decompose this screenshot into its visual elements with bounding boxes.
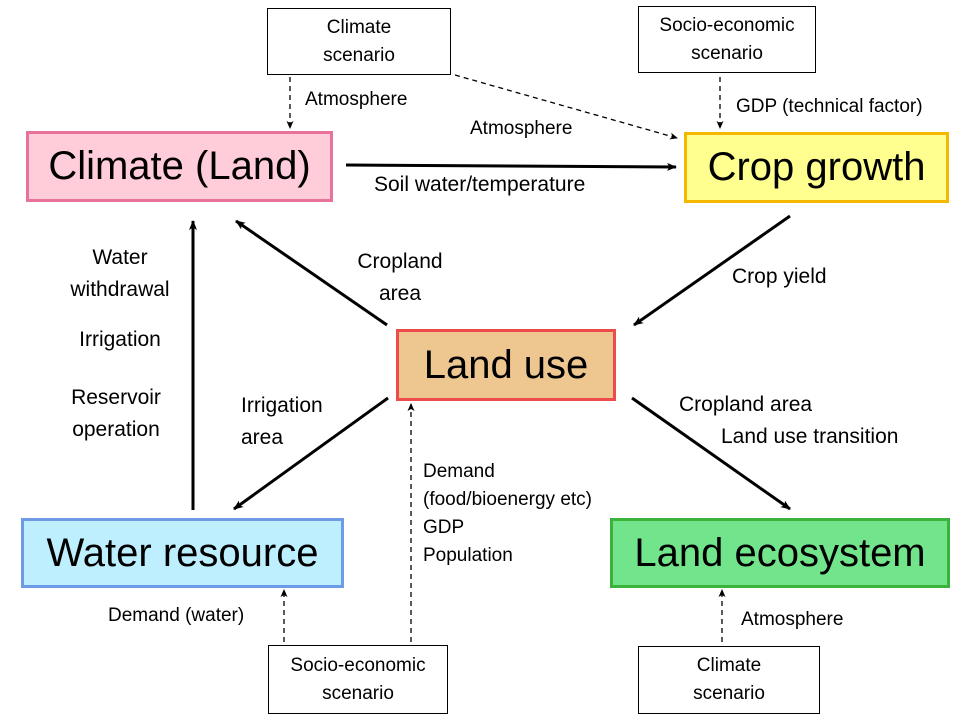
scenario-line: scenario [323, 44, 395, 66]
scenario-socio-top: Socio-economic scenario [638, 6, 816, 73]
node-label: Land ecosystem [634, 530, 926, 575]
scenario-line: scenario [691, 42, 763, 64]
label-cropland-area-right: Cropland area [679, 393, 813, 416]
label-line: Demand [423, 461, 495, 482]
label-line: Irrigation [241, 394, 323, 417]
scenario-climate-top: Climate scenario [267, 8, 451, 75]
label-soil-water: Soil water/temperature [374, 173, 586, 196]
node-land-use: Land use [396, 329, 616, 401]
label-atmosphere-left: Atmosphere [305, 89, 408, 110]
label-line: area [378, 282, 422, 305]
edge-landuse-to-climate [235, 219, 388, 327]
scenario-line: Climate [696, 655, 762, 676]
label-crop-yield: Crop yield [732, 265, 827, 288]
node-land-ecosystem: Land ecosystem [610, 518, 950, 588]
label-line: Cropland [357, 250, 443, 273]
label-line: operation [72, 418, 160, 441]
node-climate-land: Climate (Land) [26, 131, 333, 202]
label-cropland-area-left: Cropland area [322, 246, 478, 310]
label-land-use-transition: Land use transition [721, 425, 899, 448]
label-irrigation: Irrigation [79, 328, 161, 351]
label-demand-block: Demand (food/bioenergy etc) GDP Populati… [423, 458, 592, 570]
scenario-line: Climate [326, 16, 392, 38]
label-line: Population [423, 545, 513, 566]
node-label: Land use [423, 342, 589, 387]
label-water-withdrawal: Water withdrawal [50, 242, 190, 306]
label-line: Reservoir [71, 386, 161, 409]
label-atmosphere-diagonal: Atmosphere [470, 118, 573, 139]
edge-landuse-to-water [233, 396, 389, 511]
label-line: withdrawal [70, 278, 170, 301]
label-irrigation-area: Irrigation area [241, 390, 323, 454]
edge-crop-to-landuse [633, 214, 791, 327]
label-reservoir-operation: Reservoir operation [46, 382, 186, 446]
node-water-resource: Water resource [21, 518, 344, 588]
label-demand-water: Demand (water) [108, 605, 245, 626]
label-line: GDP [423, 517, 465, 538]
edge-climate-scenario-to-crop [454, 74, 678, 140]
scenario-line: Socio-economic [659, 14, 795, 36]
node-label: Crop growth [707, 145, 926, 189]
label-atmosphere-bottom: Atmosphere [741, 609, 844, 630]
label-line: area [241, 426, 284, 449]
node-label: Water resource [46, 530, 319, 575]
label-line: Water [92, 246, 148, 269]
edge-climate-to-crop [345, 162, 677, 171]
node-label: Climate (Land) [48, 144, 311, 188]
scenario-line: Socio-economic [290, 654, 426, 676]
scenario-line: scenario [693, 683, 765, 704]
label-line: (food/bioenergy etc) [423, 489, 592, 510]
scenario-line: scenario [322, 682, 394, 704]
node-crop-growth: Crop growth [684, 132, 949, 203]
label-gdp-technical: GDP (technical factor) [736, 96, 923, 117]
scenario-socio-bottom: Socio-economic scenario [268, 645, 448, 714]
scenario-climate-bottom: Climate scenario [638, 646, 820, 714]
edge-landuse-to-ecosystem [631, 396, 791, 511]
